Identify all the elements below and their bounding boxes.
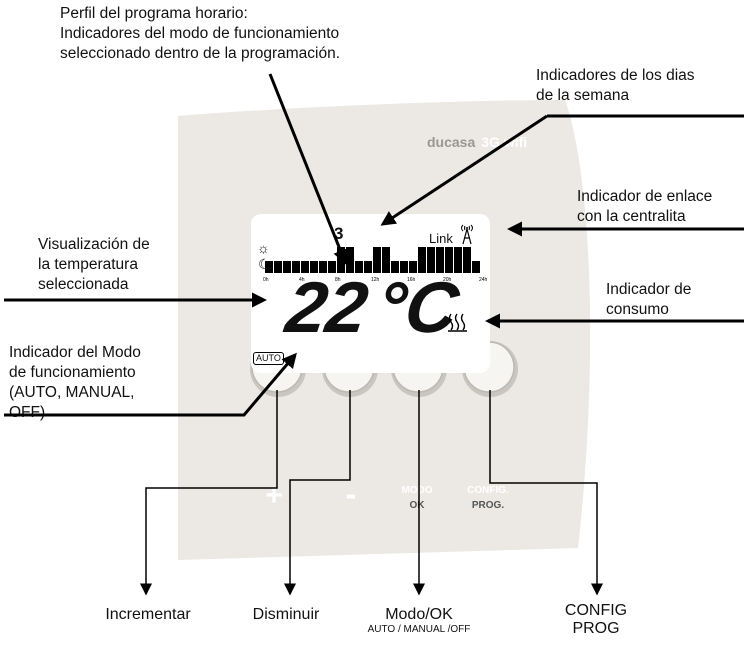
profile-comfort-slot [463,247,471,261]
footer-config-line1: CONFIG [564,602,628,619]
temperature-display: 22 [281,268,373,348]
profile-slot [292,261,300,273]
brand-model: 3G wifi [481,134,528,150]
profile-slot [337,261,345,273]
profile-slot [346,261,354,273]
annotation-text: seleccionado dentro de la programación. [60,45,341,62]
annotation-profile: Perfil del programa horario: Indicadores… [60,4,340,64]
profile-slot [364,261,372,273]
profile-slot [274,261,282,273]
footer-mode-line1: Modo/OK [385,606,453,623]
profile-slot [328,261,336,273]
footer-mode-line2: AUTO / MANUAL /OFF [367,624,471,635]
hour-tick-label: 8h [335,277,341,283]
annotation-text: Indicador de [606,281,692,298]
profile-slot [454,261,462,273]
profile-comfort-slot [418,247,426,261]
annotation-text: Indicadores de los dias [536,67,695,84]
schedule-profile: 0h 4h 8h 12h 16h 20h 24h [263,247,488,283]
profile-comfort-slot [373,247,381,261]
hour-tick-label: 16h [407,277,416,283]
brand-name: ducasa [427,134,476,150]
link-label: Link [429,231,453,246]
footer-mode-label: Modo/OK AUTO / MANUAL /OFF [364,606,474,635]
hour-tick-label: 24h [479,277,488,283]
profile-slot [409,261,417,273]
annotation-link: Indicador de enlace con la centralita [577,187,712,227]
auto-mode-badge: AUTO [253,352,284,365]
plus-symbol: + [265,479,283,512]
profile-comfort-slot [337,247,345,261]
annotation-text: Visualización de [38,236,150,253]
profile-comfort-slot [427,247,435,261]
annotation-mode: Indicador del Modo de funcionamiento (AU… [9,343,141,423]
profile-comfort-slot [346,247,354,261]
annotation-text: con la centralita [577,208,686,225]
footer-decrease-label: Disminuir [252,606,320,623]
minus-symbol: - [345,476,357,512]
profile-slot [400,261,408,273]
footer-increase-label: Incrementar [105,606,191,623]
brand-logo: ducasa 3G wifi [427,134,527,150]
annotation-text: de funcionamiento [9,364,136,381]
annotation-days: Indicadores de los dias de la semana [536,66,695,106]
annotation-temperature: Visualización de la temperatura seleccio… [38,235,150,295]
profile-slot [391,261,399,273]
footer-config-label: CONFIG PROG [556,602,636,638]
profile-comfort-slot [454,247,462,261]
hour-tick-label: 4h [299,277,305,283]
profile-comfort-slot [445,247,453,261]
profile-slot [310,261,318,273]
mode-button-label-top: MODO [401,485,433,496]
profile-slot [463,261,471,273]
annotation-consumption: Indicador de consumo [606,280,691,320]
sun-icon: ☼ [257,240,270,256]
config-button-label-top: CONFIG. [467,485,509,496]
profile-slot [418,261,426,273]
profile-slot [445,261,453,273]
annotation-text: la temperatura [38,256,138,273]
profile-slot [355,261,363,273]
profile-slot [319,261,327,273]
profile-slot [382,261,390,273]
annotation-text: Indicadores del modo de funcionamiento [60,25,340,42]
temperature-unit: °C [371,268,464,348]
annotation-text: consumo [606,301,669,318]
footer-config-line2: PROG [572,620,620,637]
annotation-text: seleccionada [38,276,129,293]
profile-slot [436,261,444,273]
profile-slot [283,261,291,273]
profile-slot [427,261,435,273]
annotation-text: OFF) [9,404,46,421]
profile-comfort-slot [382,247,390,261]
hour-tick-label: 12h [371,277,380,283]
hour-tick-label: 20h [443,277,452,283]
profile-comfort-slot [436,247,444,261]
mode-button-label-bottom: OK [409,500,425,511]
annotation-text: Perfil del programa horario: [60,5,248,22]
profile-slot [301,261,309,273]
annotation-text: Indicador de enlace [577,188,713,205]
annotation-text: Indicador del Modo [9,344,141,361]
config-button-label-bottom: PROG. [471,500,505,511]
heating-consumption-icon [448,313,467,332]
profile-slot [472,261,480,273]
profile-slot [373,261,381,273]
antenna-icon [461,224,473,245]
hour-tick-label: 0h [263,277,269,283]
profile-slot [265,261,273,273]
annotation-text: de la semana [536,87,630,104]
annotation-text: (AUTO, MANUAL, [9,384,135,401]
